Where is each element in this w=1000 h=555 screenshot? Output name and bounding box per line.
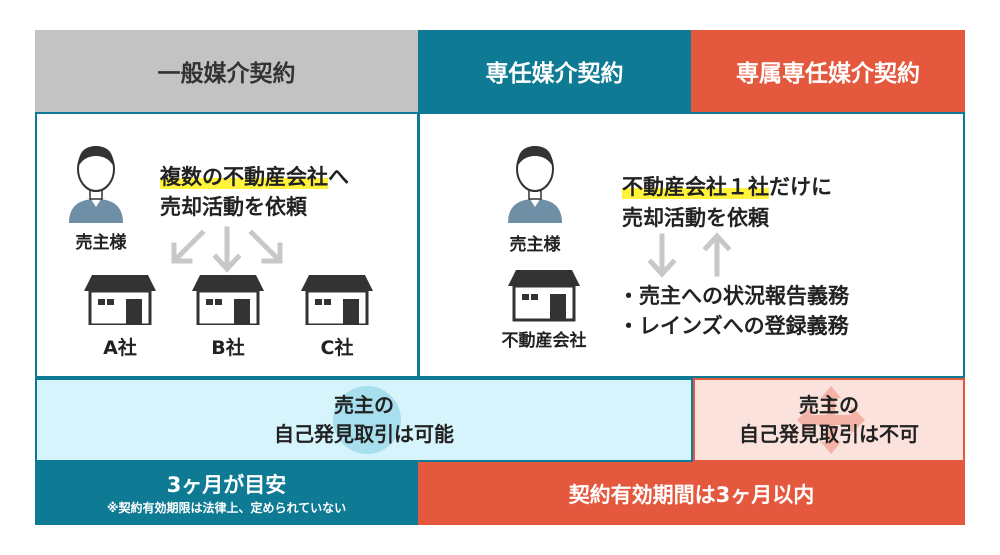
denied-line1: 売主の [799, 393, 859, 417]
footer-exclusive: 契約有効期間は3ヶ月以内 [418, 462, 965, 525]
decorative-circle [333, 386, 401, 454]
general-line1-suffix: へ [328, 165, 349, 189]
self-discovery-denied: 売主の 自己発見取引は不可 [693, 378, 965, 462]
company-a-label: A社 [103, 337, 137, 359]
decorative-double-arrow-icon [797, 386, 865, 454]
seller-label: 売主様 [75, 233, 127, 253]
company-b-house-icon [192, 275, 264, 325]
seller-person-icon [69, 146, 123, 223]
exclusive-line1-suffix: だけに [769, 175, 832, 199]
exclusive-panel [418, 112, 965, 378]
header-dedicated-label: 専属専任媒介契約 [736, 61, 920, 87]
allowed-line1: 売主の [334, 393, 394, 417]
exclusive-seller-label: 売主様 [509, 235, 561, 255]
exclusive-highlight: 不動産会社１社 [622, 175, 769, 199]
report-arrows-icon [647, 232, 732, 278]
header-general: 一般媒介契約 [35, 30, 418, 112]
allowed-line2: 自己発見取引は可能 [274, 422, 454, 446]
footer-exclusive-main: 契約有効期間は3ヶ月以内 [568, 482, 815, 507]
general-highlight: 複数の不動産会社 [160, 165, 328, 189]
general-request-text: 複数の不動産会社へ 売却活動を依頼 [160, 162, 349, 222]
company-c-label: C社 [320, 337, 354, 359]
footer-general-main: 3ヶ月が目安 [166, 472, 287, 497]
distribution-arrows-icon [171, 226, 283, 273]
company-b-label: B社 [211, 337, 245, 359]
exclusive-request-text: 不動産会社１社だけに 売却活動を依頼 [622, 172, 832, 234]
general-line2: 売却活動を依頼 [160, 195, 307, 219]
header-general-label: 一般媒介契約 [157, 61, 296, 87]
header-exclusive: 専任媒介契約 [418, 30, 691, 112]
exclusive-company-label: 不動産会社 [501, 331, 587, 351]
duty-status-report: ・売主への状況報告義務 [618, 284, 849, 308]
company-a-house-icon [84, 275, 156, 325]
header-dedicated: 専属専任媒介契約 [691, 30, 965, 112]
header-exclusive-label: 専任媒介契約 [485, 61, 624, 87]
exclusive-company-house-icon [508, 270, 580, 322]
exclusive-duties-list: ・売主への状況報告義務 ・レインズへの登録義務 [618, 281, 849, 341]
duty-reins-registration: ・レインズへの登録義務 [618, 314, 849, 338]
company-c-house-icon [301, 275, 373, 325]
exclusive-seller-person-icon [508, 146, 562, 223]
exclusive-line2: 売却活動を依頼 [622, 206, 769, 230]
footer-general-note: ※契約有効期限は法律上、定められていない [106, 500, 347, 515]
footer-general: 3ヶ月が目安 ※契約有効期限は法律上、定められていない [35, 462, 418, 525]
denied-line2: 自己発見取引は不可 [739, 422, 919, 446]
self-discovery-allowed: 売主の 自己発見取引は可能 [35, 378, 693, 462]
